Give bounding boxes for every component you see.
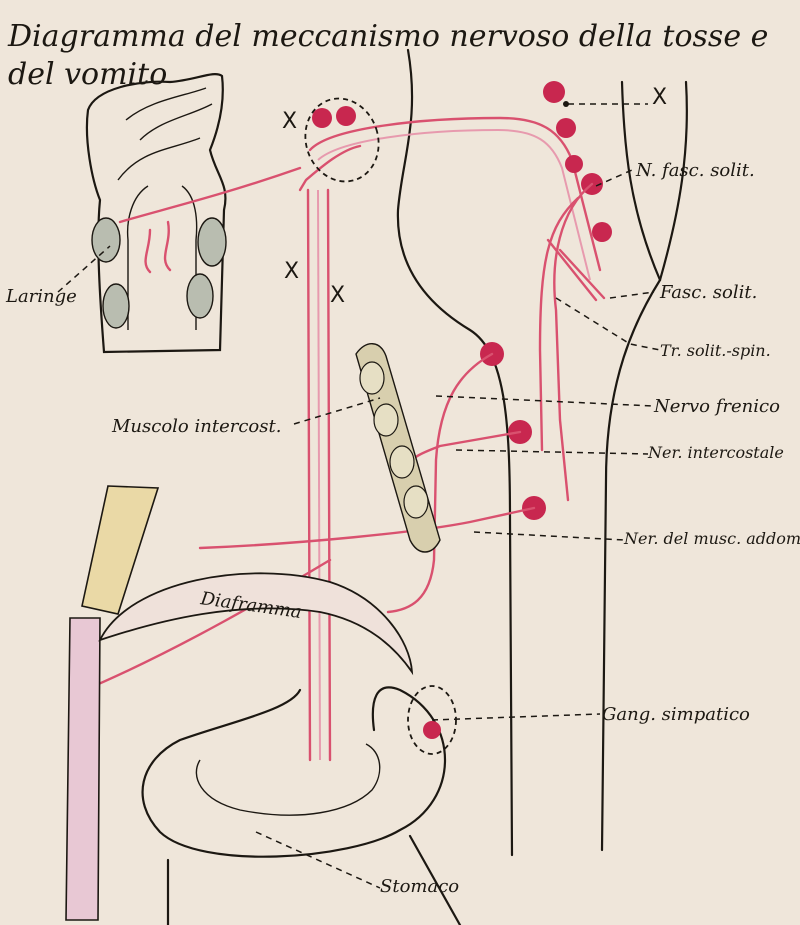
esophagus-tissue [65,485,160,921]
vagus-nerve-trunks [118,116,602,762]
label-gang-simpatico: Gang. simpatico [602,704,750,725]
x-marker-ganglion: X [282,109,297,134]
diaphragm-muscle [98,572,414,676]
intercostal-muscle [355,343,441,553]
label-ner-musc-addom: Ner. del musc. addom. [623,529,800,548]
title-line-2: del vomito [8,57,167,92]
spinal-cord-outline [396,48,688,857]
larynx-drawing [85,73,227,354]
title-line-1: Diagramma del meccanismo nervoso della t… [7,19,768,54]
label-laringe: Laringe [5,286,77,307]
label-nervo-frenico: Nervo frenico [653,396,780,417]
solitary-nucleus-neurons [538,81,612,502]
label-fasc-solit: Fasc. solit. [659,282,757,303]
label-n-fasc-solit: N. fasc. solit. [635,160,755,181]
label-leader-lines [57,101,661,889]
stomach-drawing [141,686,462,925]
label-tr-solit-spin: Tr. solit.-spin. [660,341,771,360]
x-marker-top-right: X [652,85,667,110]
spinal-motor-neurons [78,342,546,694]
sympathetic-ganglion [407,685,457,755]
label-stomaco: Stomaco [380,876,459,897]
x-marker-vagus-down: X [330,283,345,308]
x-marker-vagus-up: X [284,259,299,284]
label-ner-intercostale: Ner. intercostale [647,443,784,462]
label-muscolo-intercost: Muscolo intercost. [111,416,281,437]
vagal-ganglion [304,97,380,183]
